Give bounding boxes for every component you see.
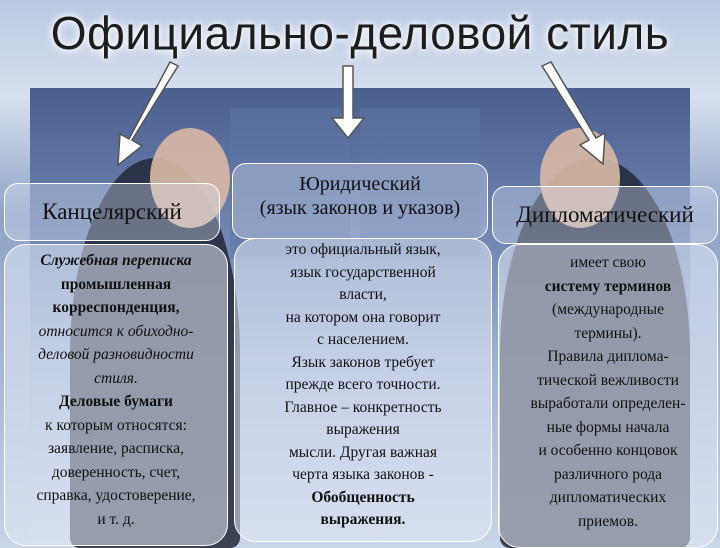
body-line: заявление, расписка, — [47, 440, 185, 457]
body-line: черта языка законов - — [292, 466, 434, 483]
body-line: систему терминов — [544, 277, 672, 295]
body-line: (международные — [552, 301, 664, 318]
content-legal: это официальный язык, язык государственно… — [234, 238, 492, 542]
header-diplomatic-label: Дипломатический — [516, 202, 694, 227]
body-line: это официальный язык, — [285, 241, 441, 258]
body-line: прежде всего точности. — [285, 376, 441, 393]
body-line: выработали определен- — [530, 395, 686, 412]
body-line: Язык законов требует — [291, 353, 435, 371]
body-line: термины). — [574, 324, 642, 342]
body-line: промышленная — [60, 275, 172, 293]
body-line: имеет свою — [570, 254, 646, 271]
body-line: Главное – конкретность — [284, 398, 442, 416]
body-line: стиля. — [94, 369, 138, 387]
content-diplomatic: имеет свою систему терминов (международные… — [498, 244, 718, 548]
body-line: язык государственной — [290, 263, 436, 281]
arrow-right-icon — [540, 61, 606, 166]
body-line: различного рода — [553, 465, 663, 483]
woman-face — [150, 128, 230, 228]
header-legal-line2: (язык законов и указов) — [259, 197, 461, 219]
arrow-left-icon — [117, 61, 180, 167]
body-line: с населением. — [317, 331, 409, 348]
content-chancery: Служебная переписка промышленная корреспон… — [4, 244, 228, 546]
window-panel — [360, 108, 480, 258]
body-line: мысли. Другая важная — [289, 443, 437, 461]
body-line: ные формы начала — [546, 418, 670, 436]
body-line: Правила диплома- — [547, 348, 669, 365]
body-line: относится к обиходно- — [38, 322, 194, 340]
body-line: власти, — [339, 286, 387, 303]
header-diplomatic: Дипломатический — [492, 186, 718, 244]
body-line: деловой разновидности — [38, 346, 194, 363]
arrow-center-icon — [330, 65, 366, 140]
body-line: доверенность, счет, — [51, 463, 181, 481]
header-chancery-label: Канцелярский — [42, 199, 182, 224]
header-chancery: Канцелярский — [4, 183, 220, 241]
body-line: на котором она говорит — [285, 308, 441, 326]
body-line: тической вежливости — [537, 371, 679, 389]
body-line: Служебная переписка — [40, 252, 192, 269]
header-legal: Юридический (язык законов и указов) — [232, 163, 488, 239]
body-line: выражения. — [320, 511, 406, 528]
body-line: приемов. — [578, 512, 638, 530]
header-legal-line1: Юридический — [299, 173, 421, 195]
body-line: и особенно концовок — [538, 442, 678, 459]
body-line: к которым относятся: — [45, 416, 187, 434]
window-panel — [230, 108, 350, 258]
body-line: выражения — [326, 421, 400, 438]
body-line: справка, удостоверение, — [36, 487, 196, 504]
body-line: Деловые бумаги — [59, 393, 173, 410]
slide-title: Официально-деловой стиль — [50, 7, 670, 59]
body-line: корреспонденция, — [52, 299, 180, 316]
body-line: и т. д. — [97, 510, 135, 528]
body-line: дипломатических — [549, 489, 667, 506]
body-line: Обобщенность — [311, 488, 415, 506]
